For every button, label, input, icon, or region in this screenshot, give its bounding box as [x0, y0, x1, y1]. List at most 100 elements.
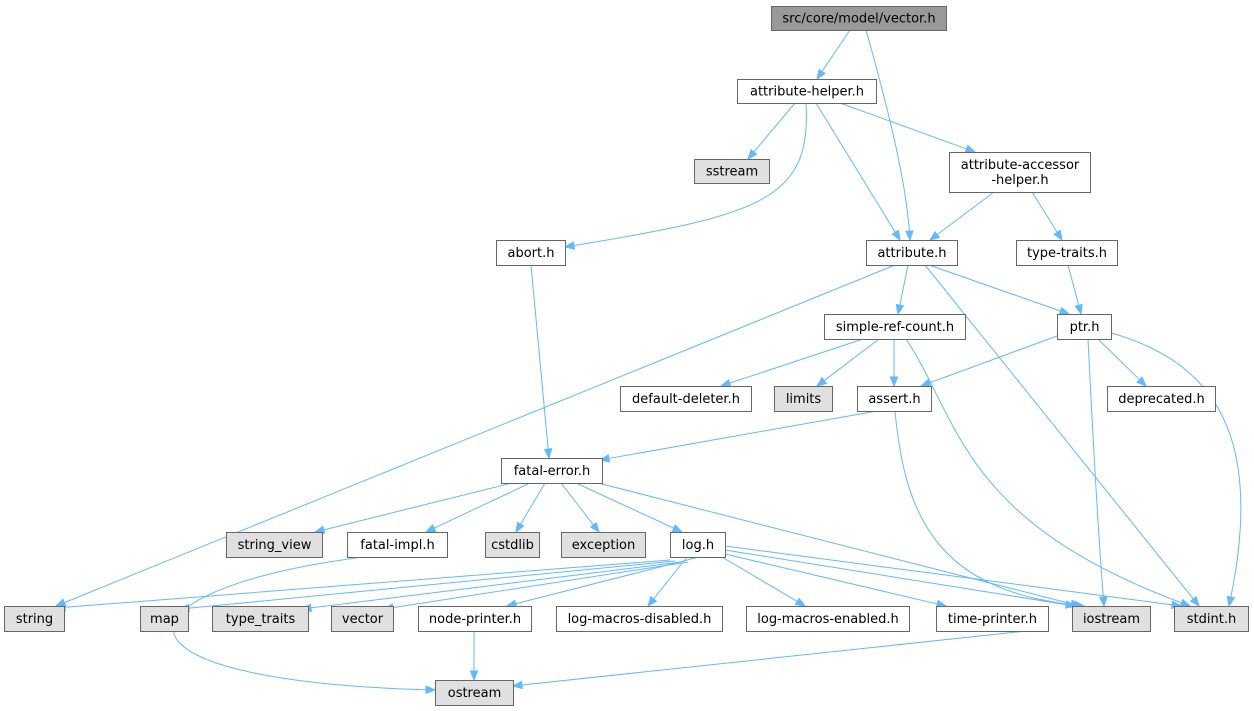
- edge-line: [821, 29, 851, 72]
- edge-vector-to-attribute: [865, 29, 914, 242]
- edge-attribute-to-ptr: [928, 264, 1071, 315]
- node-label: type-traits.h: [1027, 246, 1107, 261]
- node-type-traits[interactable]: type-traits.h: [1016, 240, 1118, 266]
- node-fatal-impl[interactable]: fatal-impl.h: [347, 532, 448, 558]
- edge-arrowhead: [891, 229, 901, 242]
- edge-type-traits-to-ptr: [1067, 264, 1083, 316]
- edge-simple-ref-count-to-limits: [815, 338, 880, 387]
- node-label: exception: [572, 538, 636, 553]
- node-node-printer[interactable]: node-printer.h: [418, 606, 532, 632]
- node-abort[interactable]: abort.h: [496, 240, 566, 266]
- edge-abort-to-fatal-error: [530, 264, 553, 460]
- edge-line: [753, 102, 796, 153]
- edge-arrowhead: [1226, 595, 1236, 608]
- edge-line: [575, 482, 675, 529]
- edge-attribute-accessor-helper-to-type-traits: [1031, 191, 1063, 242]
- node-map: map: [140, 606, 189, 632]
- node-label: attribute.h: [877, 246, 946, 261]
- edge-line: [1087, 338, 1104, 598]
- node-log-macros-disabled[interactable]: log-macros-disabled.h: [556, 606, 723, 632]
- edge-attribute-accessor-helper-to-attribute: [928, 191, 995, 241]
- edge-line: [172, 556, 427, 691]
- edge-fatal-error-to-log: [575, 482, 684, 533]
- edge-fatal-impl-to-ostream: [172, 556, 437, 695]
- edge-arrowhead: [1053, 229, 1063, 242]
- edge-node-printer-to-ostream: [469, 631, 479, 682]
- edge-ptr-to-assert: [919, 335, 1058, 387]
- edge-assert-to-fatal-error: [598, 410, 878, 463]
- node-time-printer[interactable]: time-printer.h: [936, 606, 1049, 632]
- nodes-layer: src/core/model/vector.h attribute-helper.…: [4, 6, 1249, 706]
- node-attribute-accessor-helper[interactable]: attribute-accessor-helper.h: [949, 152, 1091, 193]
- edge-attribute-helper-to-abort: [563, 102, 807, 250]
- node-label: iostream: [1083, 612, 1140, 627]
- node-box: [746, 606, 910, 632]
- edge-log-to-string: [54, 559, 671, 612]
- edge-attribute-to-simple-ref-count: [895, 264, 909, 316]
- node-cstdlib: cstdlib: [485, 532, 540, 558]
- edge-line: [1031, 191, 1058, 233]
- node-label: string: [16, 612, 53, 627]
- node-default-deleter[interactable]: default-deleter.h: [620, 386, 752, 412]
- node-vector[interactable]: src/core/model/vector.h: [771, 6, 947, 31]
- node-box: [496, 240, 566, 266]
- edge-log-to-log-macros-enabled: [721, 556, 807, 607]
- edge-line: [839, 102, 967, 150]
- node-ostream: ostream: [435, 680, 514, 706]
- edge-arrowhead: [719, 378, 732, 388]
- node-label: limits: [786, 392, 822, 407]
- node-fatal-error[interactable]: fatal-error.h: [501, 458, 603, 484]
- edge-line: [515, 556, 700, 605]
- node-log[interactable]: log.h: [670, 532, 726, 558]
- edge-arrowhead: [1189, 595, 1200, 608]
- node-deprecated[interactable]: deprecated.h: [1107, 386, 1216, 412]
- node-box: [501, 458, 603, 484]
- node-exception: exception: [561, 532, 646, 558]
- edge-vector-to-attribute-helper: [816, 29, 851, 81]
- edges-layer: [54, 29, 1242, 695]
- node-box: [866, 240, 958, 266]
- node-assert[interactable]: assert.h: [857, 386, 932, 412]
- edge-simple-ref-count-to-stdint: [905, 338, 1192, 607]
- node-box: [620, 386, 752, 412]
- node-box: [485, 532, 540, 558]
- edge-simple-ref-count-to-assert: [889, 339, 899, 388]
- node-iostream: iostream: [1072, 606, 1151, 632]
- edge-line: [899, 264, 909, 306]
- edge-arrowhead: [1074, 303, 1083, 316]
- edge-ptr-to-iostream: [1087, 338, 1108, 608]
- node-label: sstream: [706, 165, 758, 180]
- edge-line: [894, 410, 1076, 606]
- node-box: [331, 606, 394, 632]
- node-box: [824, 314, 966, 340]
- node-ptr[interactable]: ptr.h: [1057, 314, 1112, 340]
- edge-fatal-error-to-exception: [560, 482, 600, 534]
- node-label: simple-ref-count.h: [836, 320, 954, 335]
- edge-attribute-to-string: [54, 264, 896, 607]
- edge-log-to-time-printer: [724, 553, 948, 609]
- node-box: [347, 532, 448, 558]
- edge-line: [815, 102, 896, 233]
- edge-arrowhead: [425, 685, 437, 695]
- edge-fatal-error-to-fatal-impl: [424, 482, 531, 533]
- node-log-macros-enabled[interactable]: log-macros-enabled.h: [746, 606, 910, 632]
- node-label: deprecated.h: [1118, 392, 1204, 407]
- node-box: [561, 532, 646, 558]
- edge-line: [530, 264, 549, 450]
- edge-time-printer-to-ostream: [511, 630, 1027, 690]
- node-box: [771, 6, 947, 31]
- node-label: vector: [342, 612, 384, 627]
- edge-arrowhead: [1098, 596, 1108, 608]
- edge-line: [929, 335, 1058, 384]
- node-stdint: stdint.h: [1174, 606, 1249, 632]
- node-box: [435, 680, 514, 706]
- node-attribute[interactable]: attribute.h: [866, 240, 958, 266]
- edge-line: [560, 482, 594, 526]
- edge-arrowhead: [469, 670, 479, 682]
- node-simple-ref-count[interactable]: simple-ref-count.h: [824, 314, 966, 340]
- node-attribute-helper[interactable]: attribute-helper.h: [737, 79, 877, 104]
- node-label: map: [150, 612, 179, 627]
- node-label: assert.h: [868, 392, 920, 407]
- edge-ptr-to-stdint: [1107, 331, 1242, 608]
- edge-line: [721, 556, 798, 602]
